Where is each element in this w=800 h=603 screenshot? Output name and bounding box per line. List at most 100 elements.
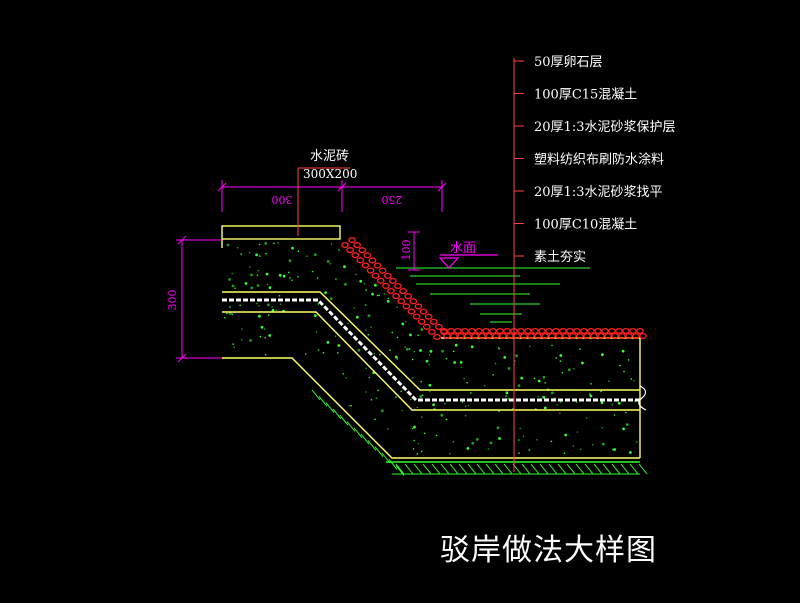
hatch-line	[539, 463, 549, 475]
hatch-line	[584, 463, 594, 475]
speckle	[505, 391, 509, 395]
speckle	[363, 282, 366, 285]
speckle	[306, 255, 308, 257]
speckle	[449, 453, 451, 455]
speckle	[249, 266, 251, 268]
pebble	[489, 327, 497, 335]
speckle	[396, 306, 399, 309]
speckle	[417, 442, 420, 445]
hatch-line	[440, 463, 450, 475]
speckle	[344, 283, 347, 286]
speckle	[413, 425, 416, 429]
speckle	[343, 265, 346, 269]
pebble	[531, 327, 539, 335]
speckle	[273, 242, 275, 245]
speckle	[621, 349, 625, 353]
speckle	[435, 434, 438, 437]
layer-label: 20厚1:3水泥砂浆找平	[534, 185, 662, 200]
speckle	[625, 411, 627, 414]
speckle	[380, 409, 384, 413]
speckle	[365, 329, 367, 331]
speckle	[266, 283, 269, 286]
speckle	[297, 276, 299, 278]
speckle	[304, 353, 307, 355]
speckle	[259, 255, 261, 257]
speckle	[359, 279, 363, 283]
speckle	[444, 402, 446, 405]
speckle	[405, 348, 409, 351]
speckle	[229, 306, 231, 308]
pebble	[341, 241, 349, 249]
speckle	[608, 380, 610, 383]
speckle	[395, 396, 397, 398]
pebble	[368, 257, 377, 264]
speckle	[275, 309, 278, 312]
speckle	[271, 308, 275, 312]
speckle	[487, 448, 490, 450]
pebble	[376, 277, 385, 284]
speckle	[454, 343, 458, 347]
speckle	[338, 249, 340, 251]
speckle	[387, 428, 389, 430]
pebble	[394, 282, 402, 290]
layer-callouts: 50厚卵石层100厚C15混凝土20厚1:3水泥砂浆保护层塑料纺织布刷防水涂料2…	[514, 55, 675, 265]
speckle	[466, 447, 470, 450]
hatch-line	[557, 463, 567, 475]
hatch-line	[339, 414, 349, 426]
hatch-line	[346, 421, 356, 432]
speckle	[288, 259, 292, 263]
pebble	[524, 327, 532, 335]
speckle	[337, 344, 341, 347]
speckle	[279, 303, 282, 306]
speckle	[326, 341, 330, 344]
speckle	[259, 335, 262, 338]
speckle	[264, 337, 267, 339]
hatch-line	[388, 458, 398, 470]
speckle	[537, 395, 539, 398]
pebble	[419, 308, 428, 315]
speckle	[581, 361, 584, 365]
speckle	[378, 294, 381, 297]
speckle	[389, 349, 391, 352]
speckle	[551, 344, 553, 347]
speckle	[365, 391, 368, 393]
brick-leader	[297, 167, 350, 236]
pebble	[461, 327, 469, 335]
speckle	[496, 426, 500, 430]
pebble	[545, 327, 553, 335]
speckle	[544, 382, 546, 384]
pebble	[397, 298, 406, 305]
speckle	[452, 350, 455, 353]
speckle	[316, 277, 319, 279]
water-lines	[396, 267, 590, 323]
speckle	[529, 345, 531, 348]
speckle	[313, 253, 317, 257]
speckle	[561, 371, 564, 374]
speckle	[630, 378, 633, 380]
speckle	[404, 346, 407, 348]
pebble	[383, 272, 392, 279]
speckle	[567, 368, 571, 372]
speckle	[573, 368, 575, 370]
hatch-line	[332, 408, 342, 420]
speckle	[268, 314, 270, 316]
pebble	[351, 252, 360, 259]
speckle	[470, 392, 472, 394]
layer-label: 20厚1:3水泥砂浆保护层	[534, 120, 675, 135]
speckle	[601, 442, 605, 446]
speckle	[257, 269, 260, 272]
speckle	[445, 418, 448, 421]
speckle	[515, 354, 518, 358]
speckle	[239, 304, 241, 307]
speckle	[514, 360, 516, 362]
hatch-line	[367, 440, 377, 451]
hatch-line	[360, 433, 370, 445]
pebble	[435, 323, 443, 330]
speckle	[575, 401, 578, 404]
pebble	[629, 327, 637, 335]
speckle	[411, 377, 414, 379]
speckle	[375, 397, 378, 400]
pebble	[371, 272, 380, 279]
speckle	[518, 452, 520, 454]
speckle	[498, 347, 501, 350]
